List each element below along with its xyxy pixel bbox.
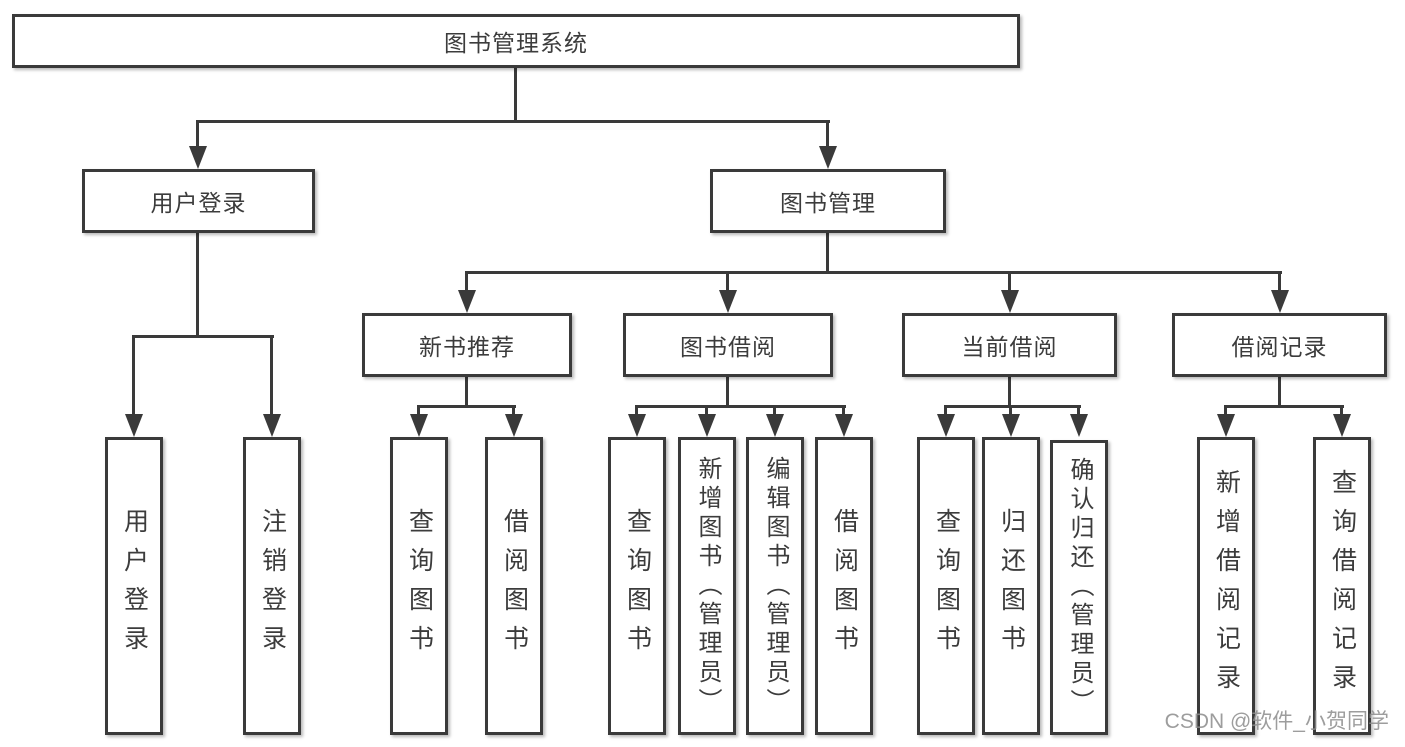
connector	[1278, 377, 1281, 408]
connector	[196, 233, 199, 338]
connector	[196, 120, 830, 123]
csdn-watermark: CSDN @软件_小贺同学	[1164, 710, 1389, 733]
connector	[514, 68, 517, 122]
node-label: 新书推荐	[419, 334, 515, 360]
connector	[705, 405, 708, 418]
arrow-down-icon	[410, 414, 428, 437]
arrow-down-icon	[1002, 414, 1020, 437]
connector	[1224, 405, 1227, 418]
arrow-down-icon	[505, 414, 523, 437]
connector	[726, 271, 729, 293]
node-label: 注销登录	[258, 508, 287, 664]
connector	[270, 335, 273, 416]
leaf-borrow-edit-books-admin: 编辑图书（管理员）	[746, 437, 804, 735]
arrow-down-icon	[125, 414, 143, 437]
connector	[635, 405, 846, 408]
arrow-down-icon	[1333, 414, 1351, 437]
node-label: 查询借阅记录	[1328, 469, 1357, 703]
leaf-borrow-query-books: 查询图书	[608, 437, 666, 735]
node-label: 查询图书	[623, 508, 652, 664]
node-label: 编辑图书（管理员）	[762, 455, 789, 717]
leaf-user-login: 用户登录	[105, 437, 163, 735]
connector	[1340, 405, 1343, 418]
arrow-down-icon	[189, 146, 207, 169]
connector	[1008, 377, 1011, 408]
arrow-down-icon	[937, 414, 955, 437]
node-label: 用户登录	[150, 190, 247, 216]
connector	[196, 120, 199, 149]
leaf-record-query-borrow-record: 查询借阅记录	[1313, 437, 1371, 735]
connector	[1008, 271, 1011, 293]
leaf-recommend-borrow-books: 借阅图书	[485, 437, 543, 735]
connector	[826, 120, 829, 149]
connector	[465, 377, 468, 408]
node-label: 查询图书	[405, 508, 434, 664]
node-label: 借阅记录	[1231, 334, 1328, 360]
node-book-management: 图书管理	[710, 169, 946, 233]
connector	[726, 377, 729, 408]
connector	[512, 405, 515, 418]
node-borrow-record: 借阅记录	[1172, 313, 1387, 377]
connector	[1278, 271, 1281, 293]
connector	[1077, 405, 1080, 418]
node-new-book-recommend: 新书推荐	[362, 313, 572, 377]
connector	[465, 271, 1282, 274]
leaf-current-query-books: 查询图书	[917, 437, 975, 735]
node-label: 新增借阅记录	[1212, 469, 1241, 703]
connector	[773, 405, 776, 418]
connector	[1224, 405, 1344, 408]
arrow-down-icon	[1070, 414, 1088, 437]
node-label: 确认归还（管理员）	[1066, 457, 1093, 718]
connector	[944, 405, 947, 418]
node-current-borrow: 当前借阅	[902, 313, 1117, 377]
connector	[635, 405, 638, 418]
connector	[417, 405, 420, 418]
arrow-down-icon	[719, 290, 737, 313]
node-label: 归还图书	[997, 508, 1026, 664]
connector	[826, 233, 829, 273]
arrow-down-icon	[628, 414, 646, 437]
leaf-record-add-borrow-record: 新增借阅记录	[1197, 437, 1255, 735]
connector	[132, 335, 135, 416]
node-label: 当前借阅	[961, 334, 1058, 360]
arrow-down-icon	[698, 414, 716, 437]
arrow-down-icon	[1271, 290, 1289, 313]
connector	[417, 405, 516, 408]
node-user-login: 用户登录	[82, 169, 315, 233]
arrow-down-icon	[263, 414, 281, 437]
arrow-down-icon	[1217, 414, 1235, 437]
node-label: 图书管理	[780, 190, 876, 216]
node-book-borrow: 图书借阅	[623, 313, 833, 377]
arrow-down-icon	[819, 146, 837, 169]
connector	[465, 271, 468, 293]
leaf-logout: 注销登录	[243, 437, 301, 735]
leaf-borrow-borrow-books: 借阅图书	[815, 437, 873, 735]
node-label: 借阅图书	[830, 508, 859, 664]
node-label: 借阅图书	[500, 508, 529, 664]
connector	[132, 335, 274, 338]
connector	[944, 405, 1081, 408]
arrow-down-icon	[458, 290, 476, 313]
node-label: 图书管理系统	[444, 30, 588, 56]
arrow-down-icon	[1001, 290, 1019, 313]
connector	[842, 405, 845, 418]
leaf-borrow-add-books-admin: 新增图书（管理员）	[678, 437, 736, 735]
leaf-current-confirm-return-admin: 确认归还（管理员）	[1050, 440, 1108, 735]
node-label: 图书借阅	[680, 334, 776, 360]
node-root: 图书管理系统	[12, 14, 1020, 68]
leaf-current-return-books: 归还图书	[982, 437, 1040, 735]
connector	[1009, 405, 1012, 418]
node-label: 查询图书	[932, 508, 961, 664]
node-label: 用户登录	[120, 508, 149, 664]
leaf-recommend-query-books: 查询图书	[390, 437, 448, 735]
node-label: 新增图书（管理员）	[694, 455, 721, 717]
arrow-down-icon	[835, 414, 853, 437]
arrow-down-icon	[766, 414, 784, 437]
